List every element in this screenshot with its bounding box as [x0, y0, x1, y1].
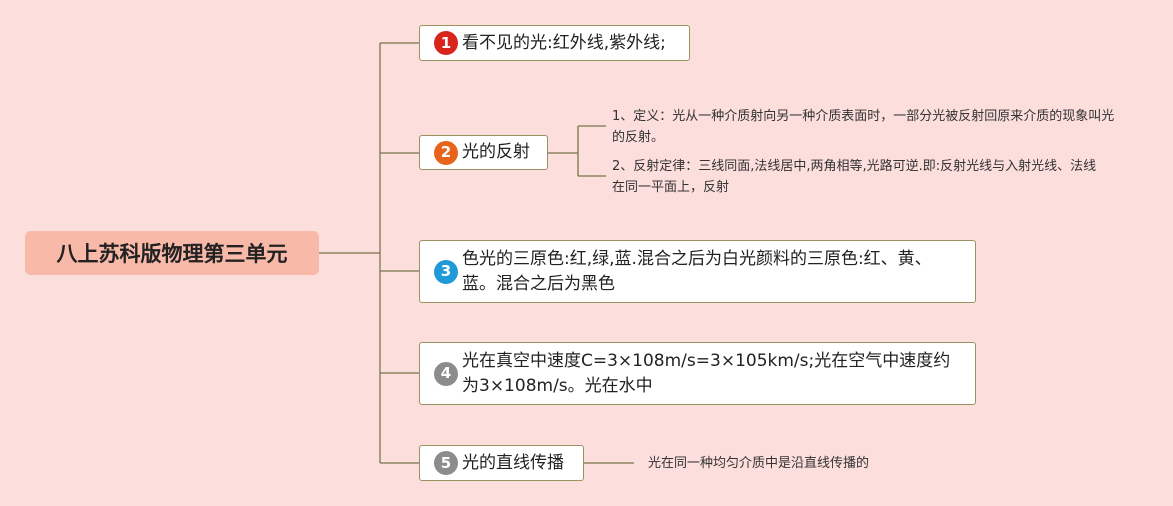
note-law-text: 2、反射定律：三线同面,法线居中,两角相等,光路可逆.即:反射光线与入射光线、法… — [612, 159, 1097, 195]
branch-node-2[interactable]: 2 光的反射 — [419, 135, 548, 170]
branch-node-1[interactable]: 1 看不见的光:红外线,紫外线; — [419, 25, 690, 61]
branch-label-3: 色光的三原色:红,绿,蓝.混合之后为白光颜料的三原色:红、黄、蓝。混合之后为黑色 — [462, 248, 932, 294]
number-3-icon: 3 — [434, 259, 458, 284]
number-5-icon: 5 — [434, 451, 458, 475]
note-straight-line-text: 光在同一种均匀介质中是沿直线传播的 — [648, 456, 870, 471]
branch-2-note-law: 2、反射定律：三线同面,法线居中,两角相等,光路可逆.即:反射光线与入射光线、法… — [612, 156, 1100, 198]
branch-2-note-definition: 1、定义：光从一种介质射向另一种介质表面时，一部分光被反射回原来介质的现象叫光的… — [612, 106, 1117, 148]
branch-label-4: 光在真空中速度C=3×108m/s=3×105km/s;光在空气中速度约为3×1… — [462, 350, 951, 396]
branch-label-5: 光的直线传播 — [462, 452, 564, 473]
number-4-icon: 4 — [434, 361, 458, 386]
note-definition-text: 1、定义：光从一种介质射向另一种介质表面时，一部分光被反射回原来介质的现象叫光的… — [612, 109, 1115, 145]
branch-label-2: 光的反射 — [462, 142, 530, 162]
root-topic-label: 八上苏科版物理第三单元 — [56, 242, 288, 266]
root-topic[interactable]: 八上苏科版物理第三单元 — [25, 231, 319, 275]
branch-node-3[interactable]: 3 色光的三原色:红,绿,蓝.混合之后为白光颜料的三原色:红、黄、蓝。混合之后为… — [419, 240, 976, 303]
note-connector-2 — [548, 125, 606, 177]
branch-node-4[interactable]: 4 光在真空中速度C=3×108m/s=3×105km/s;光在空气中速度约为3… — [419, 342, 976, 405]
branch-5-note: 光在同一种均匀介质中是沿直线传播的 — [648, 453, 948, 474]
branch-label-1: 看不见的光:红外线,紫外线; — [462, 32, 666, 53]
number-2-icon: 2 — [434, 140, 458, 165]
branch-node-5[interactable]: 5 光的直线传播 — [419, 445, 584, 481]
number-1-icon: 1 — [434, 31, 458, 55]
